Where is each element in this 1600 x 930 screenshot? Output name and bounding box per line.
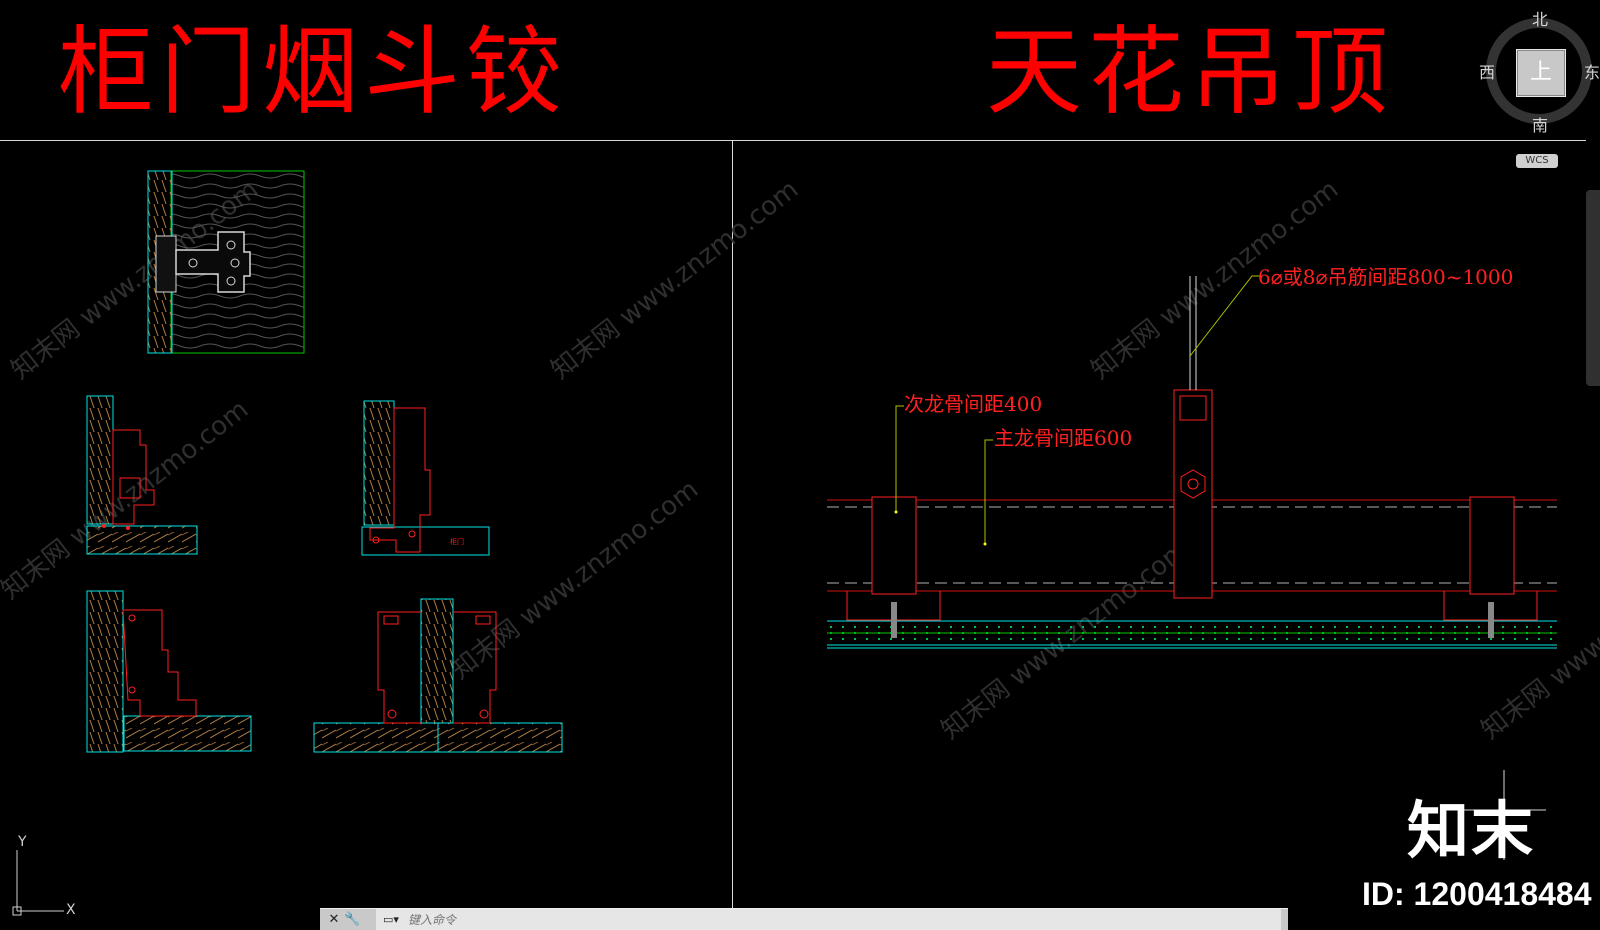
watermark-5: 知末网 www.znzmo.com: [446, 475, 704, 686]
close-icon[interactable]: ✕: [328, 912, 340, 927]
main-keel-label: 主龙骨间距600: [994, 426, 1132, 450]
wrench-icon[interactable]: 🔧: [344, 912, 361, 927]
hinge-section-4: [313, 598, 563, 753]
wcs-menu-button[interactable]: WCS: [1516, 154, 1558, 168]
command-line-bar: ✕ 🔧 ▭▾: [320, 908, 1288, 930]
viewcube-south[interactable]: 南: [1532, 116, 1549, 135]
ceiling-section: 6⌀或8⌀吊筋间距800~1000 次龙骨间距400 主龙骨间距600: [827, 265, 1557, 649]
viewcube[interactable]: 北 南 西 东 上: [1479, 10, 1600, 134]
secondary-keel-label: 次龙骨间距400: [904, 392, 1042, 416]
viewcube-north[interactable]: 北: [1532, 10, 1549, 29]
viewcube-west[interactable]: 西: [1479, 63, 1496, 82]
brand-logo: 知末: [1407, 794, 1536, 867]
ucs-y-label: Y: [18, 834, 27, 850]
hinge-section-1: [86, 395, 198, 555]
watermark-4: 知末网 www.znzmo.com: [0, 395, 254, 606]
viewcube-east[interactable]: 东: [1584, 63, 1600, 82]
ucs-icon: Y X: [8, 834, 88, 920]
hinge-tag-2: 柜门: [450, 537, 464, 546]
crosshair-cursor: [1462, 770, 1546, 860]
viewcube-top-face[interactable]: 上: [1516, 49, 1566, 97]
hinge-section-2: 柜门: [361, 400, 490, 556]
watermark-2: 知末网 www.znzmo.com: [546, 175, 804, 386]
hinge-plan-view: [147, 170, 305, 354]
navigation-bar[interactable]: [1586, 190, 1600, 386]
ucs-x-label: X: [66, 902, 76, 918]
hinge-section-3: [86, 590, 252, 753]
frame-divider-line: [732, 140, 733, 929]
left-title: 柜门烟斗铰: [58, 16, 568, 128]
frame-top-line: [0, 140, 1586, 141]
command-input[interactable]: [376, 909, 1281, 930]
command-prompt-icon[interactable]: ▭▾: [383, 913, 399, 926]
rod-spacing-label: 6⌀或8⌀吊筋间距800~1000: [1258, 265, 1513, 289]
viewcube-ring[interactable]: [1486, 18, 1592, 124]
asset-id: ID: 1200418484: [1362, 876, 1592, 912]
right-title: 天花吊顶: [986, 16, 1394, 128]
